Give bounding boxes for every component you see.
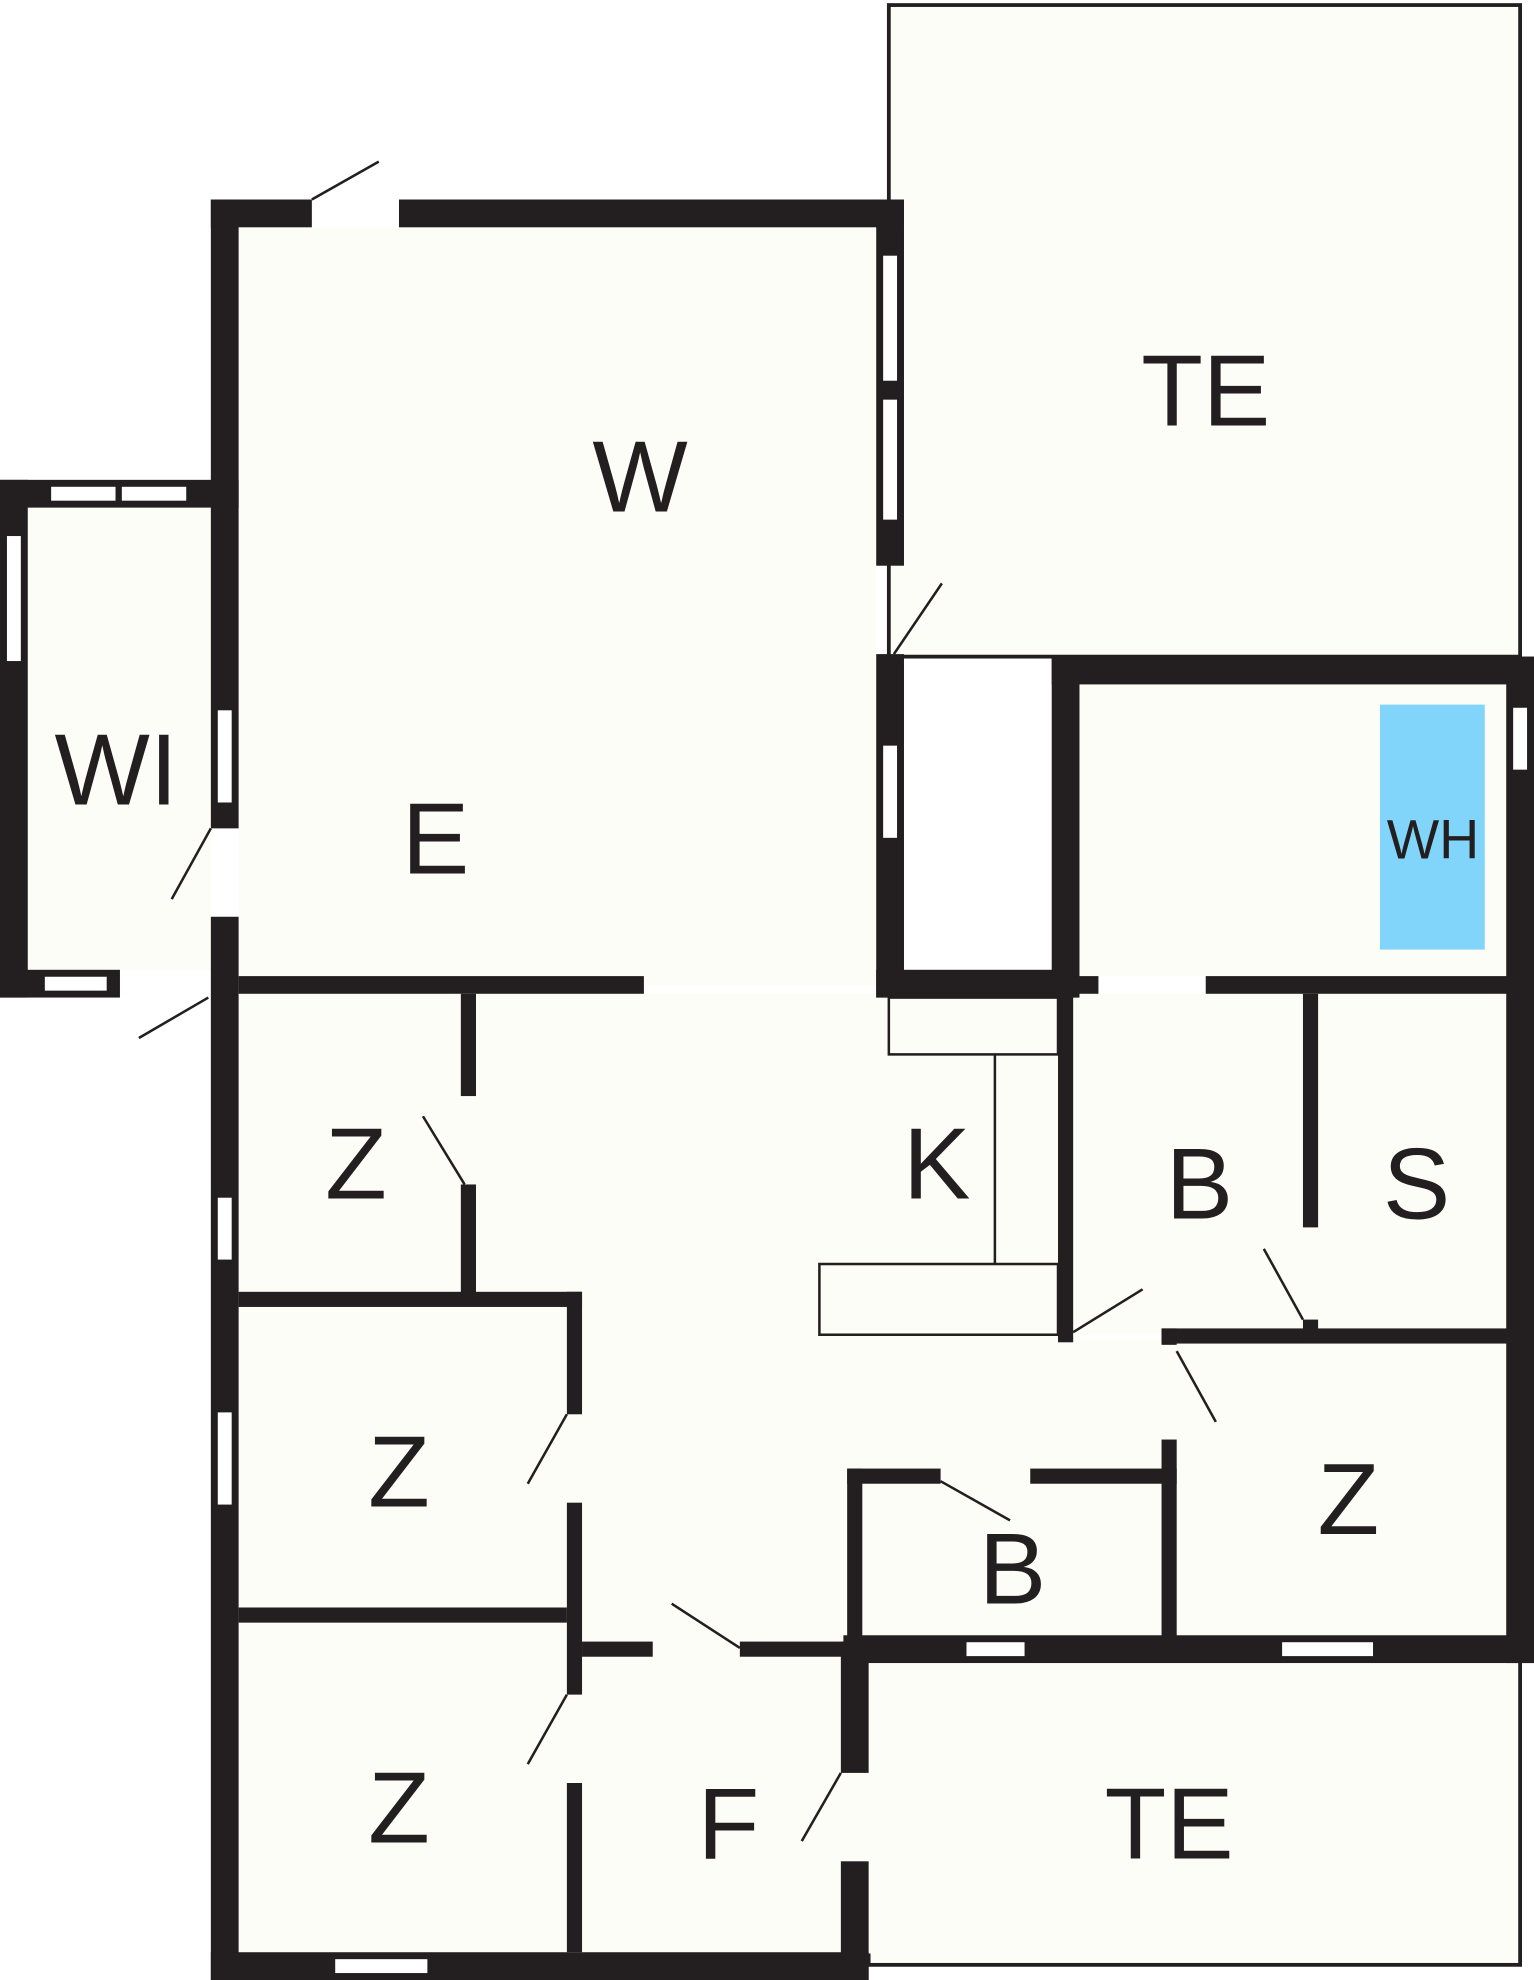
label-bedroom-3: Z xyxy=(368,1752,430,1864)
label-conservatory: WI xyxy=(54,714,177,826)
label-bedroom-1: Z xyxy=(325,1108,387,1220)
label-whirlpool: WH xyxy=(1387,809,1480,871)
windows xyxy=(5,254,1529,1975)
label-storage: S xyxy=(1383,1128,1450,1240)
label-bedroom-2: Z xyxy=(368,1416,430,1528)
label-dining: E xyxy=(402,784,469,896)
kitchen-counters xyxy=(818,996,1060,1336)
label-terrace-top: TE xyxy=(1141,335,1270,447)
label-bathroom-lower: B xyxy=(979,1514,1046,1626)
doors xyxy=(138,160,1305,1842)
label-living: W xyxy=(592,421,687,533)
walls xyxy=(0,199,1534,1980)
terrace-top xyxy=(886,3,1523,659)
label-bathroom-upper: B xyxy=(1166,1128,1233,1240)
label-bedroom-right: Z xyxy=(1318,1444,1380,1556)
label-hallway: F xyxy=(698,1769,760,1881)
whirlpool-tub xyxy=(1379,704,1485,950)
label-kitchen: K xyxy=(903,1108,970,1220)
label-terrace-bottom: TE xyxy=(1105,1769,1234,1881)
